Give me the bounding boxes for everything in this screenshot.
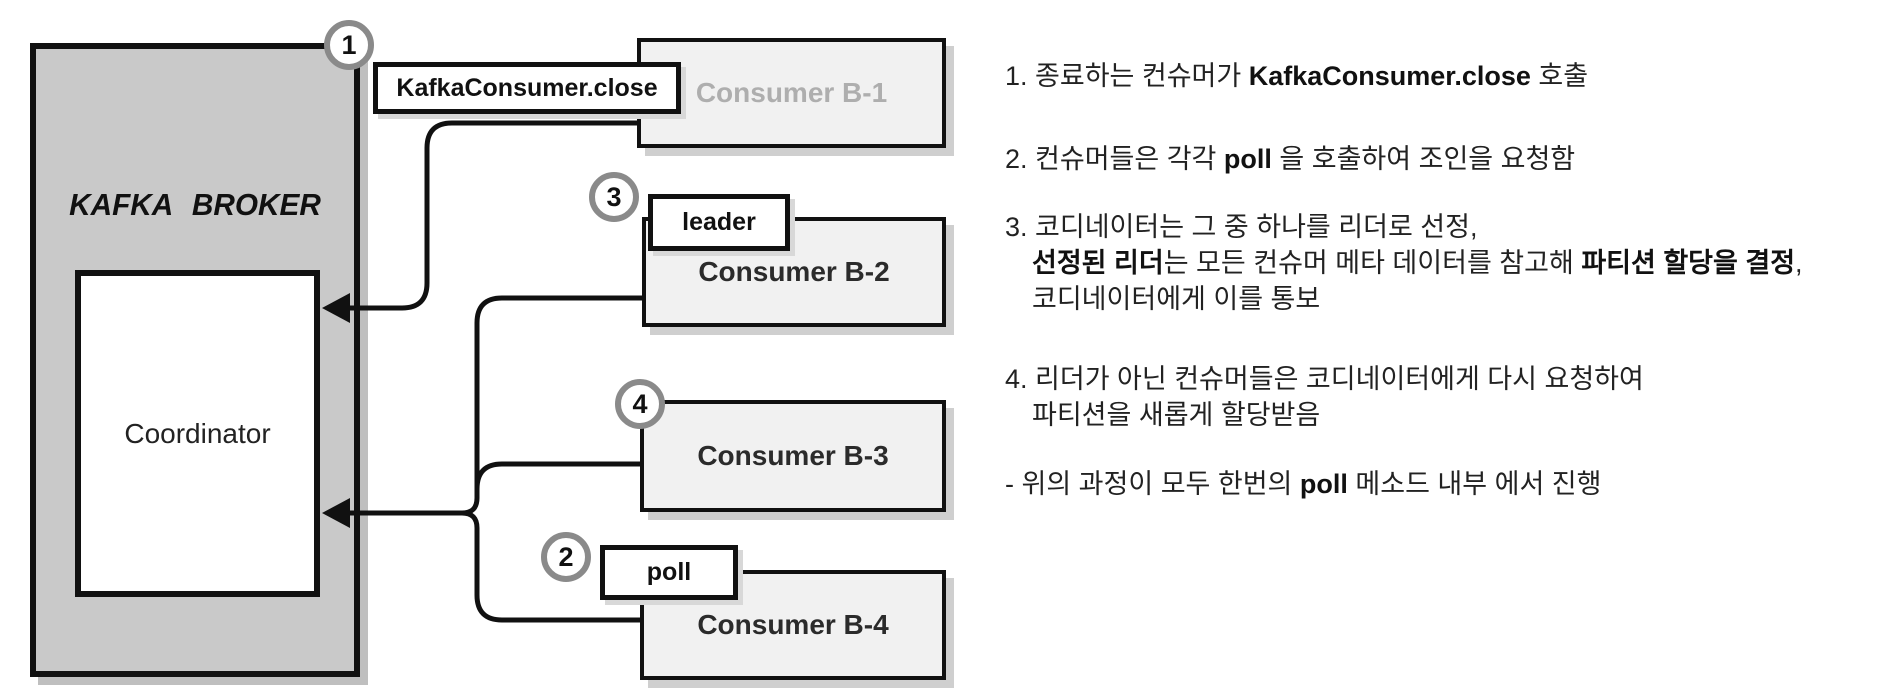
note-step3-line3: 코디네이터에게 이를 통보 xyxy=(1032,283,1320,315)
consumer-b3-box: Consumer B-3 xyxy=(640,400,946,512)
note-step3-line2-bold1: 선정된 리더 xyxy=(1032,248,1164,278)
note-step3-line1: 3. 코디네이터는 그 중 하나를 리더로 선정, xyxy=(1005,211,1477,243)
note-step3-line2-text: 는 모든 컨슈머 메타 데이터를 참고해 xyxy=(1163,248,1582,278)
coordinator-label: Coordinator xyxy=(124,417,271,449)
step-badge-1-number: 1 xyxy=(341,29,357,60)
step-badge-3-number: 3 xyxy=(606,181,622,212)
note-step3-line1-text: 3. 코디네이터는 그 중 하나를 리더로 선정, xyxy=(1005,212,1478,242)
note-step1: 1. 종료하는 컨슈머가 KafkaConsumer.close 호출 xyxy=(1005,60,1588,92)
note-step3-line2-tail: , xyxy=(1795,248,1803,278)
consumer-b4-box: Consumer B-4 xyxy=(640,570,946,680)
consumer-b2-label: Consumer B-2 xyxy=(698,256,890,287)
consumer-b2-box: Consumer B-2 xyxy=(642,217,946,327)
note-step2: 2. 컨슈머들은 각각 poll 을 호출하여 조인을 요청함 xyxy=(1005,143,1575,175)
kafka-broker-title: KAFKA BROKER xyxy=(69,187,321,222)
wire-b3-to-junction xyxy=(474,461,640,490)
note-step3-line3-text: 코디네이터에게 이를 통보 xyxy=(1032,284,1321,314)
poll-tag: poll xyxy=(600,545,738,600)
consumer-b1-label: Consumer B-1 xyxy=(695,77,888,108)
note-step3-line2: 선정된 리더는 모든 컨슈머 메타 데이터를 참고해 파티션 할당을 결정, xyxy=(1032,247,1803,279)
kafka-broker-box: KAFKA BROKER Coordinator xyxy=(30,43,360,677)
leader-tag: leader xyxy=(648,194,790,251)
note-footer-text: - 위의 과정이 모두 한번의 xyxy=(1005,469,1300,499)
note-footer: - 위의 과정이 모두 한번의 poll 메소드 내부 에서 진행 xyxy=(1005,468,1601,500)
note-step4-line2-text: 파티션을 새롭게 할당받음 xyxy=(1032,400,1321,430)
step-badge-2: 2 xyxy=(541,532,591,582)
wire-close-to-coordinator xyxy=(348,120,637,311)
note-step1-text: 1. 종료하는 컨슈머가 xyxy=(1005,61,1249,91)
note-step2-bold: poll xyxy=(1223,144,1272,174)
note-step4-line1: 4. 리더가 아닌 컨슈머들은 코디네이터에게 다시 요청하여 xyxy=(1005,363,1644,395)
step-badge-2-number: 2 xyxy=(558,541,574,572)
note-step3-line2-bold2: 파티션 할당을 결정 xyxy=(1581,248,1796,278)
step-badge-4: 4 xyxy=(615,379,665,429)
step-badge-3: 3 xyxy=(589,172,639,222)
poll-label: poll xyxy=(646,558,692,586)
consumer-b4-label: Consumer B-4 xyxy=(697,609,889,640)
kafkaconsumer-close-tag: KafkaConsumer.close xyxy=(373,62,681,114)
note-footer-bold: poll xyxy=(1299,469,1348,499)
kafkaconsumer-close-label: KafkaConsumer.close xyxy=(396,73,658,102)
consumer-b3-label: Consumer B-3 xyxy=(697,440,889,471)
consumer-b1-box: Consumer B-1 xyxy=(637,38,946,148)
note-step4-line1-text: 4. 리더가 아닌 컨슈머들은 코디네이터에게 다시 요청하여 xyxy=(1005,364,1644,394)
note-step1-bold: KafkaConsumer.close xyxy=(1248,61,1531,91)
note-step2-tail: 을 호출하여 조인을 요청함 xyxy=(1271,144,1576,174)
coordinator-box: Coordinator xyxy=(75,270,320,597)
note-step4-line2: 파티션을 새롭게 할당받음 xyxy=(1032,399,1320,431)
step-badge-4-number: 4 xyxy=(632,388,648,419)
note-footer-tail: 메소드 내부 에서 진행 xyxy=(1347,469,1602,499)
leader-label: leader xyxy=(682,208,756,236)
note-step1-tail: 호출 xyxy=(1530,61,1589,91)
note-step2-text: 2. 컨슈머들은 각각 xyxy=(1005,144,1224,174)
step-badge-1: 1 xyxy=(324,20,374,70)
